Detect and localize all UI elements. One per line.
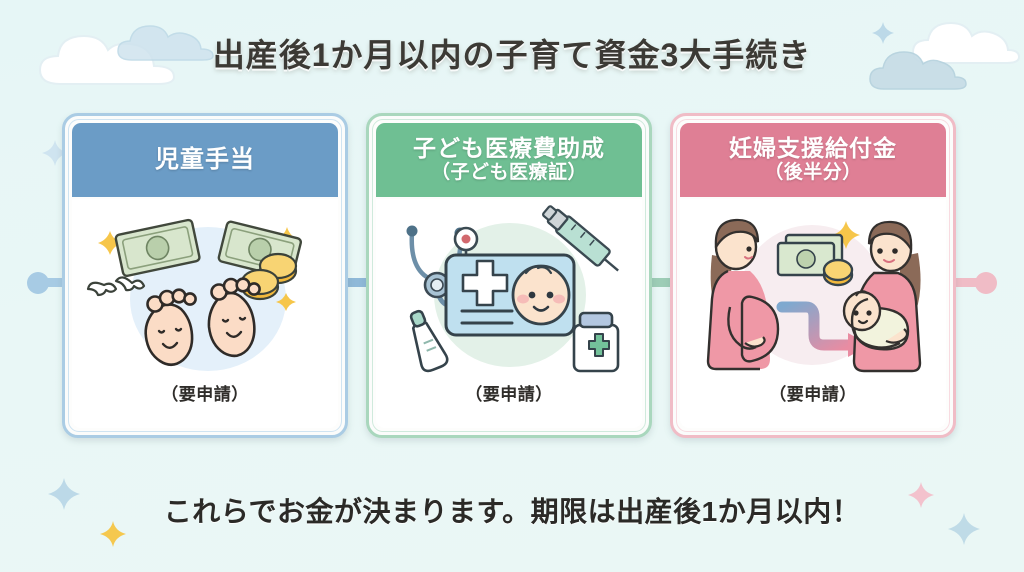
card-note: （要申請） <box>465 385 553 404</box>
medical-card-with-baby-icon <box>386 203 632 378</box>
connector-rail-1 <box>340 278 378 287</box>
cloud-blue-top-left-icon <box>110 18 220 68</box>
connector-dot-left <box>27 272 49 294</box>
card-maternity-support-benefit[interactable]: 妊婦支援給付金 （後半分） <box>670 113 956 438</box>
card-child-medical-subsidy[interactable]: 子ども医療費助成 （子ども医療証） <box>366 113 652 438</box>
card-header-child-allowance: 児童手当 <box>72 123 338 197</box>
connector-rail-left <box>36 278 76 287</box>
card-header-maternity-support-benefit: 妊婦支援給付金 （後半分） <box>680 123 946 197</box>
sparkle-pink-bottom-right-icon <box>908 482 934 508</box>
card-subheading: （子ども医療証） <box>430 162 587 184</box>
connector-dot-right <box>975 272 997 294</box>
sparkle-blue-bottom-left-icon <box>48 478 80 510</box>
connector-rail-2 <box>644 278 682 287</box>
card-frame-inner: 妊婦支援給付金 （後半分） <box>676 119 950 432</box>
card-body-child-medical-subsidy: （要申請） <box>376 199 642 428</box>
sparkle-blue-top-right-icon <box>872 22 894 44</box>
card-heading: 妊婦支援給付金 <box>729 134 897 161</box>
sparkle-gold-bottom-left-icon <box>100 521 126 547</box>
card-subheading: （後半分） <box>764 162 862 184</box>
card-frame-inner: 子ども医療費助成 （子ども医療証） <box>372 119 646 432</box>
card-header-child-medical-subsidy: 子ども医療費助成 （子ども医療証） <box>376 123 642 197</box>
card-body-child-allowance: （要申請） <box>72 199 338 428</box>
connector-rail-right <box>948 278 990 287</box>
cloud-blue-top-right-icon <box>862 45 972 97</box>
card-child-allowance[interactable]: 児童手当 <box>62 113 348 438</box>
card-frame-inner: 児童手当 <box>68 119 342 432</box>
sparkle-blue-top-left-icon <box>42 140 68 166</box>
page-title: 出産後1か月以内の子育て資金3大手続き <box>212 37 812 73</box>
card-note: （要申請） <box>161 385 249 404</box>
card-heading: 子ども医療費助成 <box>413 134 605 161</box>
cloud-white-top-right-icon <box>905 15 1024 71</box>
card-note: （要申請） <box>769 385 857 404</box>
card-body-maternity-support-benefit: （要申請） <box>680 199 946 428</box>
pregnant-to-mother-with-money-icon <box>690 203 936 378</box>
sparkle-blue-bottom-right-icon <box>948 513 980 545</box>
baby-feet-with-flying-money-icon <box>82 203 328 378</box>
card-heading: 児童手当 <box>155 146 255 174</box>
bottom-caption: これらでお金が決まります。期限は出産後1か月以内！ <box>163 496 861 527</box>
